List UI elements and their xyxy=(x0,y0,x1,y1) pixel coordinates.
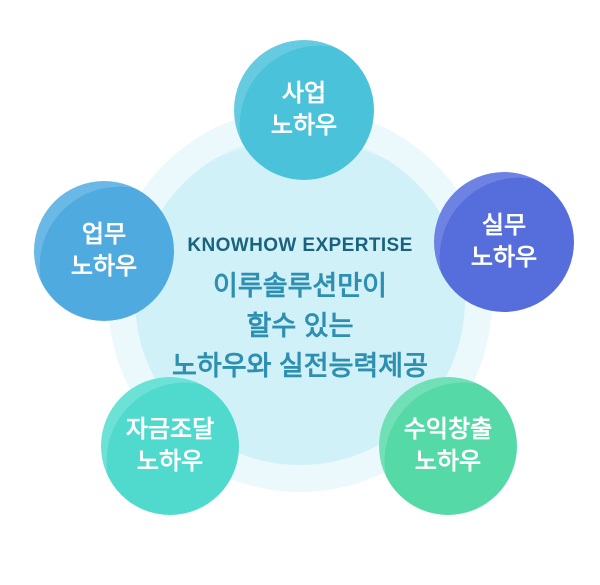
center-line-3: 노하우와 실전능력제공 xyxy=(172,351,428,381)
node-business-knowhow: 사업 노하우 xyxy=(234,40,374,180)
node-practical-knowhow: 실무 노하우 xyxy=(434,172,574,312)
node-funding-knowhow: 자금조달 노하우 xyxy=(101,377,239,515)
node-practical-label: 실무 노하우 xyxy=(470,212,538,271)
center-line-1: 이루솔루션만이 xyxy=(213,271,387,301)
node-business-label: 사업 노하우 xyxy=(270,80,338,139)
center-line-2: 할수 있는 xyxy=(246,311,354,341)
node-profit-knowhow: 수익창출 노하우 xyxy=(379,377,517,515)
node-work-knowhow: 업무 노하우 xyxy=(34,181,174,321)
node-work-label: 업무 노하우 xyxy=(70,221,138,280)
center-heading: KNOWHOW EXPERTISE xyxy=(187,235,413,256)
center-text-block: KNOWHOW EXPERTISE 이루솔루션만이 할수 있는 노하우와 실전능… xyxy=(150,234,450,386)
node-funding-label: 자금조달 노하우 xyxy=(125,416,215,475)
node-profit-label: 수익창출 노하우 xyxy=(403,416,493,475)
